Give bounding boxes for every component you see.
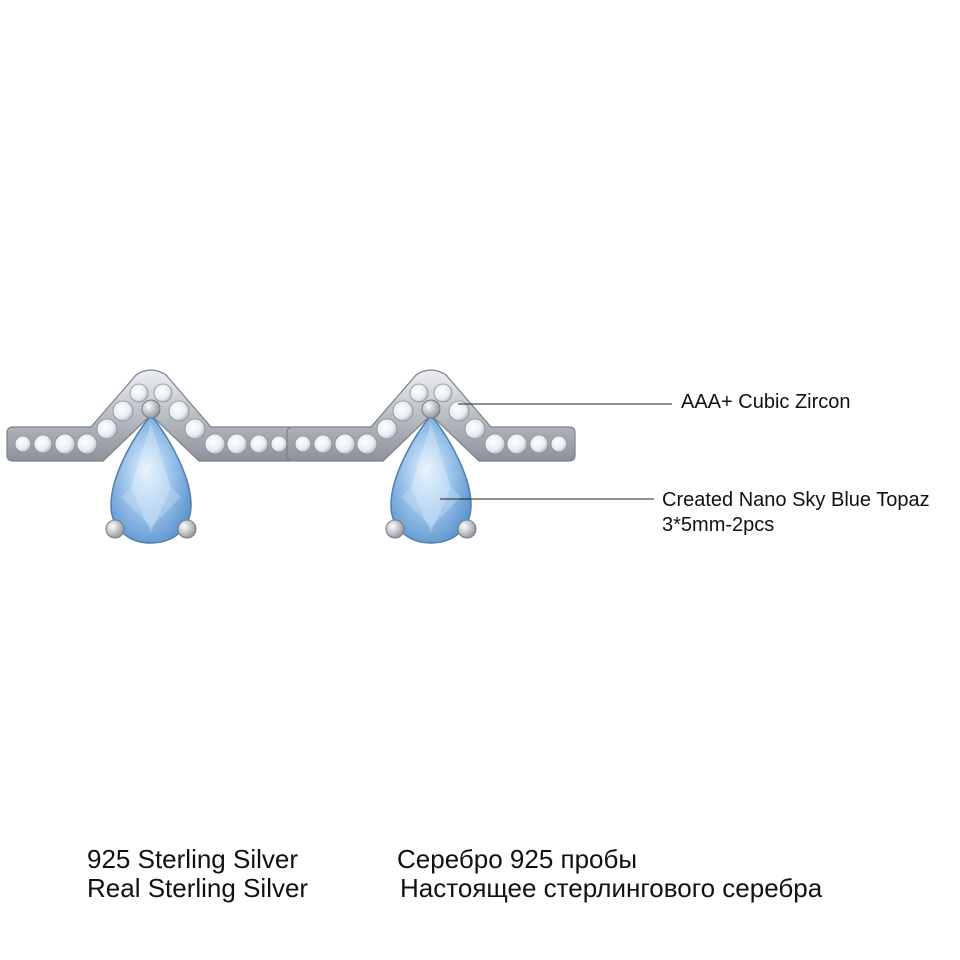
- right-earring: [286, 369, 576, 544]
- footer-english-line2: Real Sterling Silver: [87, 873, 309, 903]
- footer-russian-line1: Серебро 925 пробы: [397, 844, 638, 874]
- left-earring: [6, 369, 296, 544]
- topaz-size-label: 3*5mm-2pcs: [662, 514, 775, 536]
- topaz-callout-label: Created Nano Sky Blue Topaz: [662, 489, 930, 511]
- footer-english-line1: 925 Sterling Silver: [87, 844, 298, 874]
- zircon-callout-label: AAA+ Cubic Zircon: [681, 391, 851, 413]
- footer-russian-line2: Настоящее стерлингового серебра: [400, 873, 823, 903]
